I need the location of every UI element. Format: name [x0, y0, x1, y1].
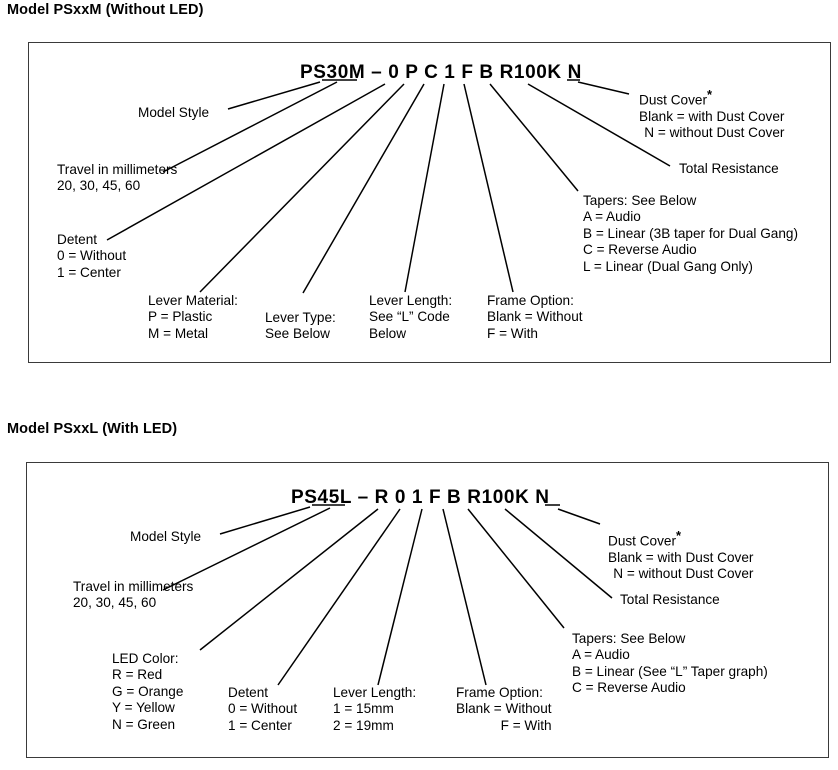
tapers-line-4: C = Reverse Audio — [583, 242, 697, 258]
dust-cover-line-3: N = without Dust Cover — [613, 566, 754, 582]
diagram-2-part-number: PS45L – R 0 1 F B R100K N — [291, 487, 550, 508]
travel-line-1: Travel in millimeters — [57, 162, 178, 177]
detent-line-1: Detent — [57, 232, 98, 247]
lever-length-line-3: Below — [369, 325, 407, 341]
dust-cover-line-3: N = without Dust Cover — [644, 125, 785, 141]
travel-line-1: Travel in millimeters — [73, 579, 194, 594]
lever-material-line-1: Lever Material: — [148, 293, 238, 308]
diagram-1-callout-total-resistance: Total Resistance — [679, 161, 779, 176]
lever-material-line-3: M = Metal — [148, 325, 209, 341]
diagram-2-callout-lever-length: Lever Length: 1 = 15mm 2 = 19mm — [333, 685, 416, 734]
detent-line-1: Detent — [228, 685, 269, 700]
dust-cover-line-1: Dust Cover — [608, 533, 676, 549]
diagram-2-callout-total-resistance: Total Resistance — [620, 592, 720, 607]
diagram-1-callout-lever-type: Lever Type: See Below — [265, 310, 336, 343]
diagram-2-callout-dust-cover: Dust Cover* Blank = with Dust Cover N = … — [608, 528, 753, 583]
lever-material-line-2: P = Plastic — [148, 309, 213, 325]
led-color-line-2: R = Red — [112, 667, 163, 683]
tapers-line-1: Tapers: See Below — [572, 631, 686, 646]
tapers-line-2: A = Audio — [572, 647, 630, 663]
diagram-1-callout-travel: Travel in millimeters 20, 30, 45, 60 — [57, 162, 177, 195]
frame-option-line-2: Blank = Without — [456, 701, 552, 717]
diagram-1-callout-tapers: Tapers: See Below A = Audio B = Linear (… — [583, 193, 798, 275]
diagram-2-callout-detent: Detent 0 = Without 1 = Center — [228, 685, 297, 734]
tapers-line-1: Tapers: See Below — [583, 193, 697, 208]
diagram-1-callout-detent: Detent 0 = Without 1 = Center — [57, 232, 126, 281]
led-color-line-1: LED Color: — [112, 651, 179, 666]
lever-type-line-2: See Below — [265, 326, 330, 342]
tapers-line-2: A = Audio — [583, 209, 641, 225]
diagram-2-callout-travel: Travel in millimeters 20, 30, 45, 60 — [73, 579, 193, 612]
detent-line-2: 0 = Without — [228, 701, 298, 717]
dust-cover-asterisk: * — [676, 528, 682, 543]
frame-option-line-3: F = With — [500, 717, 552, 733]
diagram-1-callout-dust-cover: Dust Cover* Blank = with Dust Cover N = … — [639, 87, 784, 142]
diagram-1-callout-frame-option: Frame Option: Blank = Without F = With — [487, 293, 583, 342]
lever-length-line-1: Lever Length: — [369, 293, 453, 308]
tapers-line-3: B = Linear (See “L” Taper graph) — [572, 663, 768, 679]
led-color-line-5: N = Green — [112, 716, 176, 732]
diagram-1-callout-lever-material: Lever Material: P = Plastic M = Metal — [148, 293, 238, 342]
lever-length-line-2: 1 = 15mm — [333, 701, 394, 717]
travel-line-2: 20, 30, 45, 60 — [57, 178, 141, 194]
frame-option-line-3: F = With — [487, 325, 538, 341]
diagram-2-box — [26, 462, 829, 758]
frame-option-line-1: Frame Option: — [487, 293, 574, 308]
lever-length-line-2: See “L” Code — [369, 309, 450, 325]
detent-line-3: 1 = Center — [57, 264, 121, 280]
dust-cover-asterisk: * — [707, 87, 713, 102]
dust-cover-line-2: Blank = with Dust Cover — [639, 108, 785, 124]
detent-line-3: 1 = Center — [228, 717, 292, 733]
diagram-2-callout-model-style: Model Style — [130, 529, 202, 544]
travel-line-2: 20, 30, 45, 60 — [73, 595, 157, 611]
detent-line-2: 0 = Without — [57, 248, 127, 264]
led-color-line-4: Y = Yellow — [112, 700, 175, 716]
frame-option-line-1: Frame Option: — [456, 685, 543, 700]
diagram-1-callout-model-style: Model Style — [138, 105, 210, 120]
diagram-1-part-number: PS30M – 0 P C 1 F B R100K N — [300, 62, 582, 83]
diagram-2-callout-frame-option: Frame Option: Blank = Without F = With — [456, 685, 552, 734]
lever-length-line-1: Lever Length: — [333, 685, 417, 700]
diagram-2-callout-tapers: Tapers: See Below A = Audio B = Linear (… — [572, 631, 768, 697]
diagram-2-title: Model PSxxL (With LED) — [7, 421, 178, 437]
led-color-line-3: G = Orange — [112, 683, 184, 699]
tapers-line-5: L = Linear (Dual Gang Only) — [583, 258, 753, 274]
lever-type-line-1: Lever Type: — [265, 310, 336, 325]
dust-cover-line-1: Dust Cover — [639, 92, 707, 108]
tapers-line-3: B = Linear (3B taper for Dual Gang) — [583, 225, 798, 241]
tapers-line-4: C = Reverse Audio — [572, 680, 686, 696]
diagram-2-callout-led-color: LED Color: R = Red G = Orange Y = Yellow… — [112, 651, 183, 733]
frame-option-line-2: Blank = Without — [487, 309, 583, 325]
diagram-1-callout-lever-length: Lever Length: See “L” Code Below — [369, 293, 452, 342]
lever-length-line-3: 2 = 19mm — [333, 717, 394, 733]
dust-cover-line-2: Blank = with Dust Cover — [608, 549, 754, 565]
diagram-1-title: Model PSxxM (Without LED) — [7, 2, 204, 18]
